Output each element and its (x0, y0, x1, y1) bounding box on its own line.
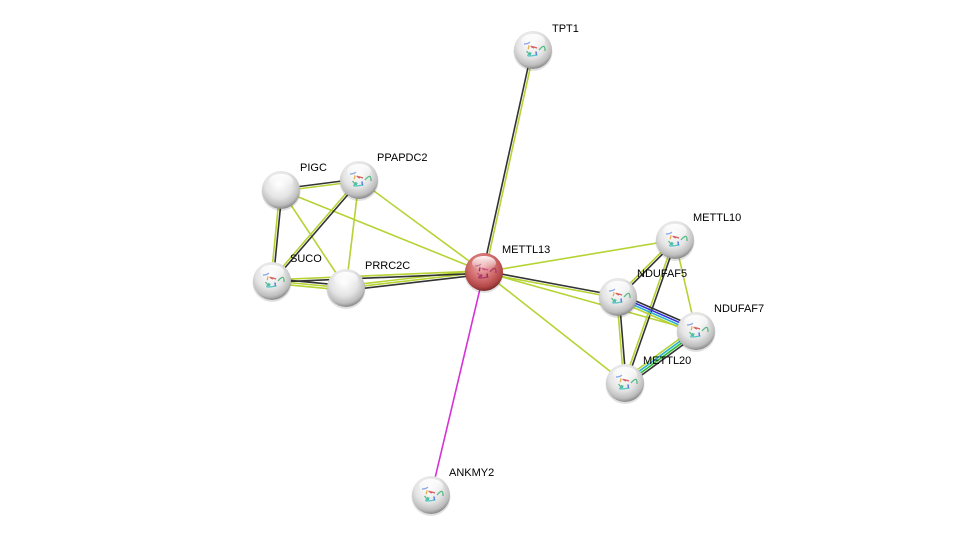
node-ankmy2[interactable] (411, 476, 451, 516)
node-highlight (613, 367, 637, 381)
node-highlight (260, 265, 284, 279)
node-label: TPT1 (552, 23, 579, 35)
edge-evidence-line (280, 189, 485, 273)
node-label: METTL20 (643, 355, 691, 367)
edge-evidence-line (484, 270, 619, 297)
edge-mettl13-ppapdc2[interactable] (358, 179, 485, 273)
node-label: METTL13 (502, 244, 550, 256)
edge-evidence-line (272, 272, 485, 283)
edge-evidence-line (358, 179, 485, 273)
edge-evidence-line (483, 271, 697, 332)
node-highlight (419, 479, 443, 493)
node-highlight (269, 174, 293, 188)
node-label: SUCO (290, 253, 322, 265)
node-label: ANKMY2 (449, 467, 494, 479)
edge-mettl13-suco[interactable] (271, 270, 485, 283)
node-suco[interactable] (252, 262, 292, 302)
edge-evidence-line (270, 178, 359, 281)
node-prrc2c[interactable] (326, 269, 366, 309)
edge-mettl13-pigc[interactable] (280, 189, 485, 273)
node-ndufaf7[interactable] (676, 312, 716, 352)
node-ndufaf5[interactable] (598, 278, 638, 318)
node-highlight (521, 34, 545, 48)
node-highlight (347, 164, 371, 178)
edge-mettl13-mettl20[interactable] (483, 271, 626, 384)
node-label: NDUFAF5 (637, 268, 687, 280)
node-mettl20[interactable] (605, 364, 645, 404)
edge-pigc-prrc2c[interactable] (280, 189, 347, 289)
node-label: PPAPDC2 (377, 152, 428, 164)
edge-evidence-line (280, 189, 347, 289)
node-highlight (606, 281, 630, 295)
node-label: PIGC (300, 162, 327, 174)
edge-mettl13-prrc2c[interactable] (345, 268, 485, 292)
node-mettl13[interactable] (464, 253, 504, 293)
node-pigc[interactable] (261, 171, 301, 211)
edge-ppapdc2-suco[interactable] (270, 178, 361, 283)
edge-evidence-line (483, 272, 618, 299)
node-highlight (472, 256, 496, 270)
node-mettl10[interactable] (655, 221, 695, 261)
edge-evidence-line (346, 273, 485, 292)
node-highlight (334, 272, 358, 286)
edge-evidence-line (482, 49, 533, 272)
node-tpt1[interactable] (513, 31, 553, 71)
edge-mettl13-ndufaf5[interactable] (483, 270, 619, 299)
node-label: NDUFAF7 (714, 303, 764, 315)
edge-evidence-line (430, 271, 485, 496)
edge-evidence-line (483, 271, 626, 384)
node-highlight (684, 315, 708, 329)
node-label: METTL10 (693, 212, 741, 224)
edge-mettl13-ankmy2[interactable] (430, 271, 485, 496)
edge-mettl13-tpt1[interactable] (482, 49, 535, 273)
edge-evidence-line (484, 50, 535, 273)
edge-evidence-line (483, 239, 676, 273)
edge-mettl13-ndufaf7[interactable] (483, 271, 697, 332)
edge-evidence-line (272, 180, 361, 283)
node-highlight (663, 224, 687, 238)
edge-mettl13-mettl10[interactable] (483, 239, 676, 273)
node-label: PRRC2C (365, 260, 410, 272)
edge-evidence-line (271, 270, 484, 281)
node-ppapdc2[interactable] (339, 161, 379, 201)
